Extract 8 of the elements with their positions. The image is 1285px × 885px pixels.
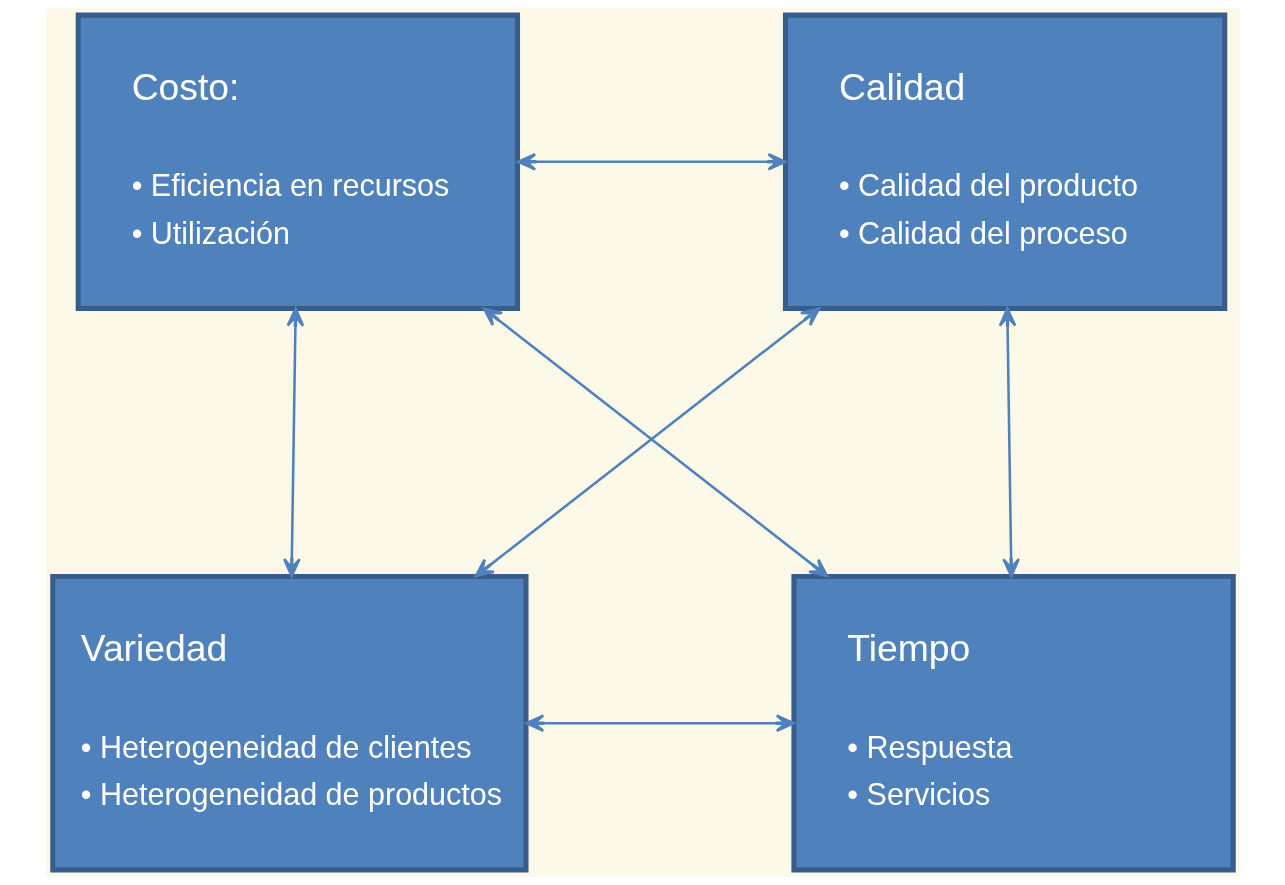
arrow: [516, 152, 787, 171]
node-box: Variedad • Heterogeneidad de clientes • Heterogeneidad de productos: [49, 573, 528, 873]
node-box: Calidad • Calidad del producto • Calidad del proceso: [782, 12, 1227, 312]
node-box: Costo: • Eficiencia en recursos • Utilización: [75, 12, 520, 312]
arrow: [282, 307, 304, 578]
arrow: [998, 307, 1020, 578]
node-box: Tiempo • Respuesta • Servicios: [790, 573, 1236, 873]
arrow: [524, 714, 795, 733]
